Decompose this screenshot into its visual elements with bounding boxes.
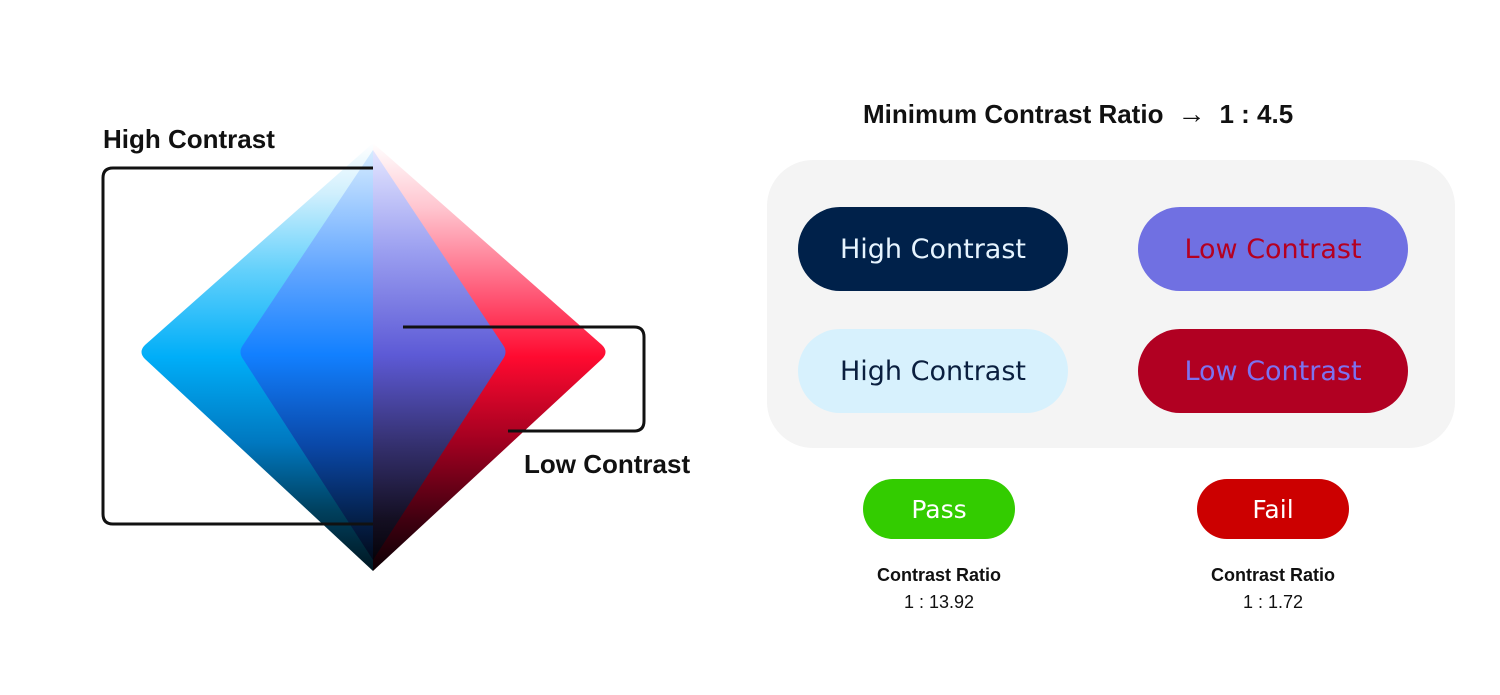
pass-ratio-value: 1 : 13.92 <box>903 592 975 612</box>
fail-badge: Fail <box>1197 479 1349 539</box>
heading-ratio: 1 : 4.5 <box>1219 98 1294 129</box>
pass-ratio-label: Contrast Ratio <box>876 565 1001 585</box>
example-high-contrast-dark: High Contrast <box>798 207 1068 291</box>
example-low-contrast-red: Low Contrast <box>1138 329 1408 413</box>
example-low-contrast-purple: Low Contrast <box>1138 207 1408 291</box>
high-contrast-label: High Contrast <box>103 124 275 154</box>
fail-ratio-value: 1 : 1.72 <box>1242 592 1304 612</box>
heading-title: Minimum Contrast Ratio <box>863 98 1164 129</box>
minimum-contrast-heading: Minimum Contrast Ratio → 1 : 4.5 <box>863 98 1293 130</box>
diamond-left-inner <box>240 150 373 560</box>
low-contrast-label: Low Contrast <box>524 449 691 479</box>
diamond-right-inner <box>373 150 506 560</box>
contrast-diamond-diagram <box>101 143 646 571</box>
arrow-right-icon: → <box>1177 98 1206 129</box>
example-high-contrast-light: High Contrast <box>798 329 1068 413</box>
high-contrast-bracket <box>101 166 373 526</box>
pass-badge: Pass <box>863 479 1015 539</box>
fail-ratio-label: Contrast Ratio <box>1210 565 1335 585</box>
low-contrast-bracket <box>403 325 646 433</box>
